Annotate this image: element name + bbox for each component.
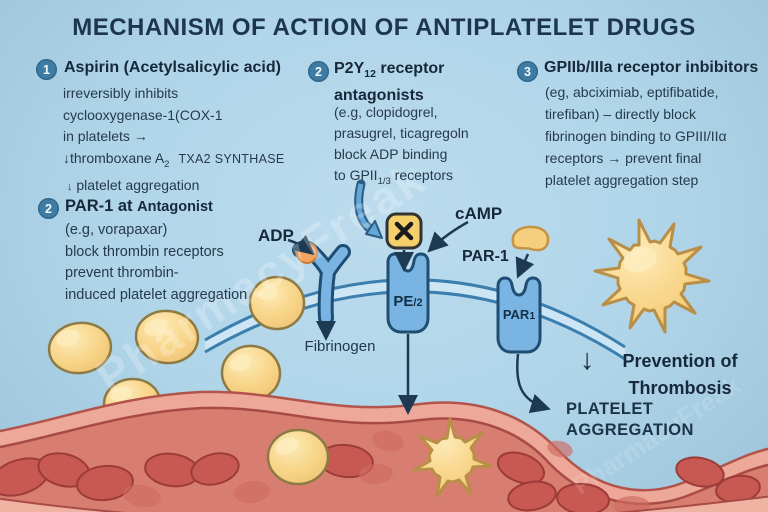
vessel-activated-platelet [412, 417, 493, 498]
fibrinogen-label: Fibrinogen [304, 338, 376, 355]
faint-blood-cells [123, 430, 650, 512]
gp2b3a-body: (eg, abciximiab, eptifibatide, tirefiban… [545, 84, 727, 188]
par1-body: (e.g, vorapaxar) block thrombin receptor… [65, 222, 248, 303]
section-number-gp2b3a: 3 [517, 61, 538, 82]
p2y12-body: (e.g, clopidogrel, prasugrel, ticagregol… [334, 104, 469, 187]
section-number-p2y12: 2 [308, 61, 329, 82]
pe2-receptor-label: PE/2 [393, 293, 423, 310]
blood-vessel [0, 390, 768, 512]
page-title: MECHANISM OF ACTION OF ANTIPLATELET DRUG… [72, 14, 696, 41]
thrombin-blob [511, 225, 550, 252]
adp-label: ADP [258, 226, 294, 245]
inhibition-x-box [385, 212, 423, 250]
par1-receptor-label: PAR1 [502, 307, 536, 322]
prevention-down-arrow: ↓ [580, 344, 595, 376]
camp-label: cAMP [455, 204, 503, 223]
p2y12-heading: P2Y12 receptor antagonists [334, 60, 445, 105]
par1-text-label: PAR-1 [462, 248, 509, 265]
prevention-text: Prevention of Thrombosis [622, 351, 738, 398]
section-number-aspirin: 1 [36, 59, 57, 80]
par1-heading: PAR-1 at Antagonist [65, 197, 213, 215]
activated-platelet-large [593, 218, 711, 334]
section-number-par1: 2 [38, 198, 59, 219]
gp2b3a-heading: GPIIb/IIIa receptor inbibitors [544, 59, 759, 76]
platelet-aggregation-label: PLATELET AGGREGATION [566, 400, 694, 439]
arrows [287, 220, 551, 415]
red-blood-cells [0, 443, 761, 512]
vessel-resting-platelet [266, 428, 330, 486]
aspirin-heading: Aspirin (Acetylsalicylic acid) [64, 59, 281, 76]
aspirin-body: irreversibly inhibits cyclooxygenase-1(C… [63, 85, 285, 193]
platelet-highlights [56, 285, 278, 402]
blue-hook-arrow [354, 179, 383, 239]
